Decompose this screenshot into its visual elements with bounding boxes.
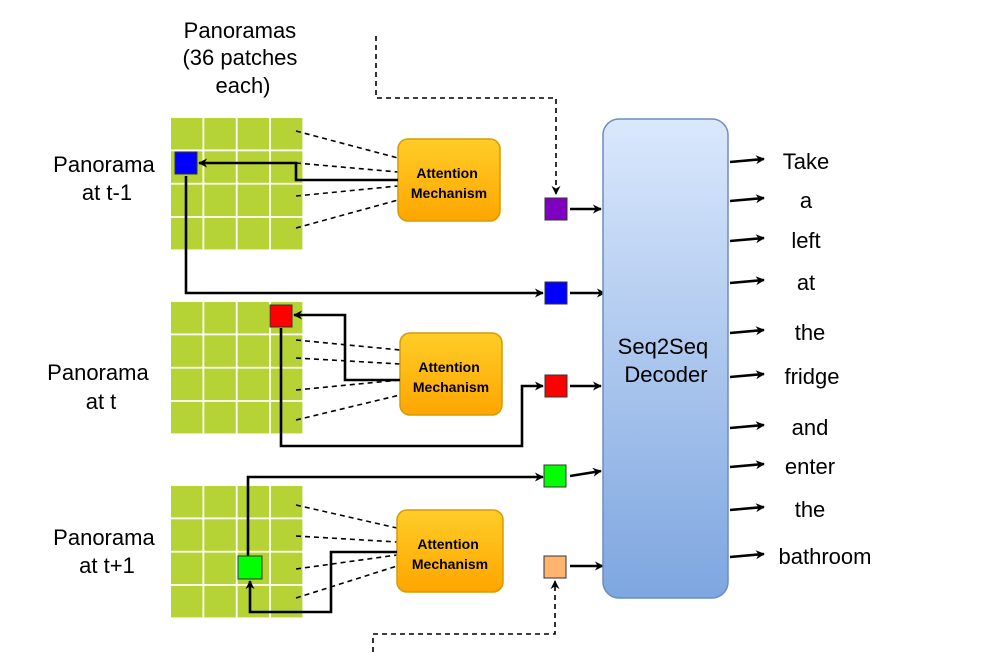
panorama-patch (204, 519, 236, 551)
panorama-patch (270, 151, 303, 183)
panorama-patch (171, 368, 203, 401)
panorama-patch (270, 184, 303, 217)
panorama-patch (204, 151, 236, 183)
panorama-patch (171, 552, 203, 585)
external-input-dashed (372, 36, 561, 652)
output-word: fridge (784, 364, 839, 389)
panorama-label-t: Panorama at t (47, 360, 155, 414)
panorama-grid-t-minus-1 (171, 118, 303, 250)
output-word: bathroom (779, 544, 872, 569)
panorama-grid-t (171, 302, 303, 434)
decoder-input-t-minus-1 (544, 281, 568, 305)
panorama-patch (204, 184, 236, 217)
attention-box-t: Attention Mechanism (399, 332, 503, 416)
panorama-patch (237, 486, 270, 518)
panorama-patch (204, 368, 236, 401)
panorama-patch (204, 217, 236, 250)
panorama-patch (237, 151, 270, 183)
output-arrow (729, 326, 765, 336)
panorama-patch (237, 335, 270, 367)
output-word: enter (785, 454, 835, 479)
panorama-patch (171, 118, 203, 150)
output-arrow (729, 460, 765, 470)
connectors (184, 158, 606, 614)
decoder-input-t-plus-1 (543, 464, 567, 488)
output-arrow (729, 550, 765, 560)
panorama-label-t-plus-1: Panorama at t+1 (53, 525, 161, 578)
svg-text:Attention Mechanism: Attention Mechanism (412, 536, 488, 572)
svg-text:Attention Mechanism: Attention Mechanism (413, 359, 489, 395)
panorama-patch (237, 519, 270, 551)
panoramas-title: Panoramas (36 patches each) (182, 18, 303, 98)
output-word: at (797, 270, 815, 295)
panorama-patch (237, 368, 270, 401)
panorama-patch (204, 486, 236, 518)
output-arrow (729, 194, 765, 204)
panorama-patch (171, 335, 203, 367)
output-word: a (800, 188, 813, 213)
panorama-patch (270, 368, 303, 401)
output-word: and (792, 415, 829, 440)
output-word: left (791, 228, 820, 253)
panorama-patch (270, 217, 303, 250)
panorama-patch (204, 401, 236, 434)
seq2seq-decoder: Seq2Seq Decoder (602, 118, 729, 599)
output-arrow (729, 155, 765, 165)
svg-text:Seq2Seq Decoder: Seq2Seq Decoder (618, 334, 715, 387)
panorama-grid-t-plus-1 (171, 486, 303, 618)
selected-patch-t (269, 304, 293, 328)
panorama-patch (171, 585, 203, 618)
panorama-patch (270, 118, 303, 150)
output-arrow (729, 276, 765, 286)
panorama-patch (171, 302, 203, 334)
panorama-patch (204, 335, 236, 367)
panorama-patch (237, 401, 270, 434)
panorama-patch (270, 401, 303, 434)
selected-patch-t-minus-1 (174, 151, 198, 175)
panorama-label-t-minus-1: Panorama at t-1 (53, 152, 161, 205)
panorama-patch (204, 552, 236, 585)
attention-dashed-lines (295, 130, 401, 599)
panorama-patch (270, 519, 303, 551)
selected-patch-t-plus-1 (237, 555, 263, 580)
panorama-patch (171, 401, 203, 434)
panorama-patch (204, 118, 236, 150)
decoder-input-t (544, 374, 568, 398)
svg-text:Attention Mechanism: Attention Mechanism (411, 165, 487, 201)
panorama-patch (237, 118, 270, 150)
output-arrow (729, 370, 765, 380)
decoder-input-next-action (543, 555, 567, 579)
output-arrow (729, 234, 765, 244)
output-arrow (729, 421, 765, 431)
decoder-input-prev-action (544, 197, 568, 221)
panorama-patch (171, 486, 203, 518)
attention-box-t-minus-1: Attention Mechanism (397, 138, 501, 222)
panorama-patch (237, 302, 270, 334)
panorama-patch (204, 302, 236, 334)
panorama-patch (237, 217, 270, 250)
output-word: the (795, 497, 826, 522)
output-word: Take (783, 149, 829, 174)
panorama-patch (204, 585, 236, 618)
panorama-patch (270, 486, 303, 518)
attention-box-t-plus-1: Attention Mechanism (396, 509, 504, 593)
output-word: the (795, 320, 826, 345)
panorama-patch (171, 519, 203, 551)
output-arrow (729, 503, 765, 513)
output-words: Take a left at the fridge and enter the bathroom (729, 149, 872, 569)
panorama-patch (237, 184, 270, 217)
patch-squares (174, 151, 568, 580)
